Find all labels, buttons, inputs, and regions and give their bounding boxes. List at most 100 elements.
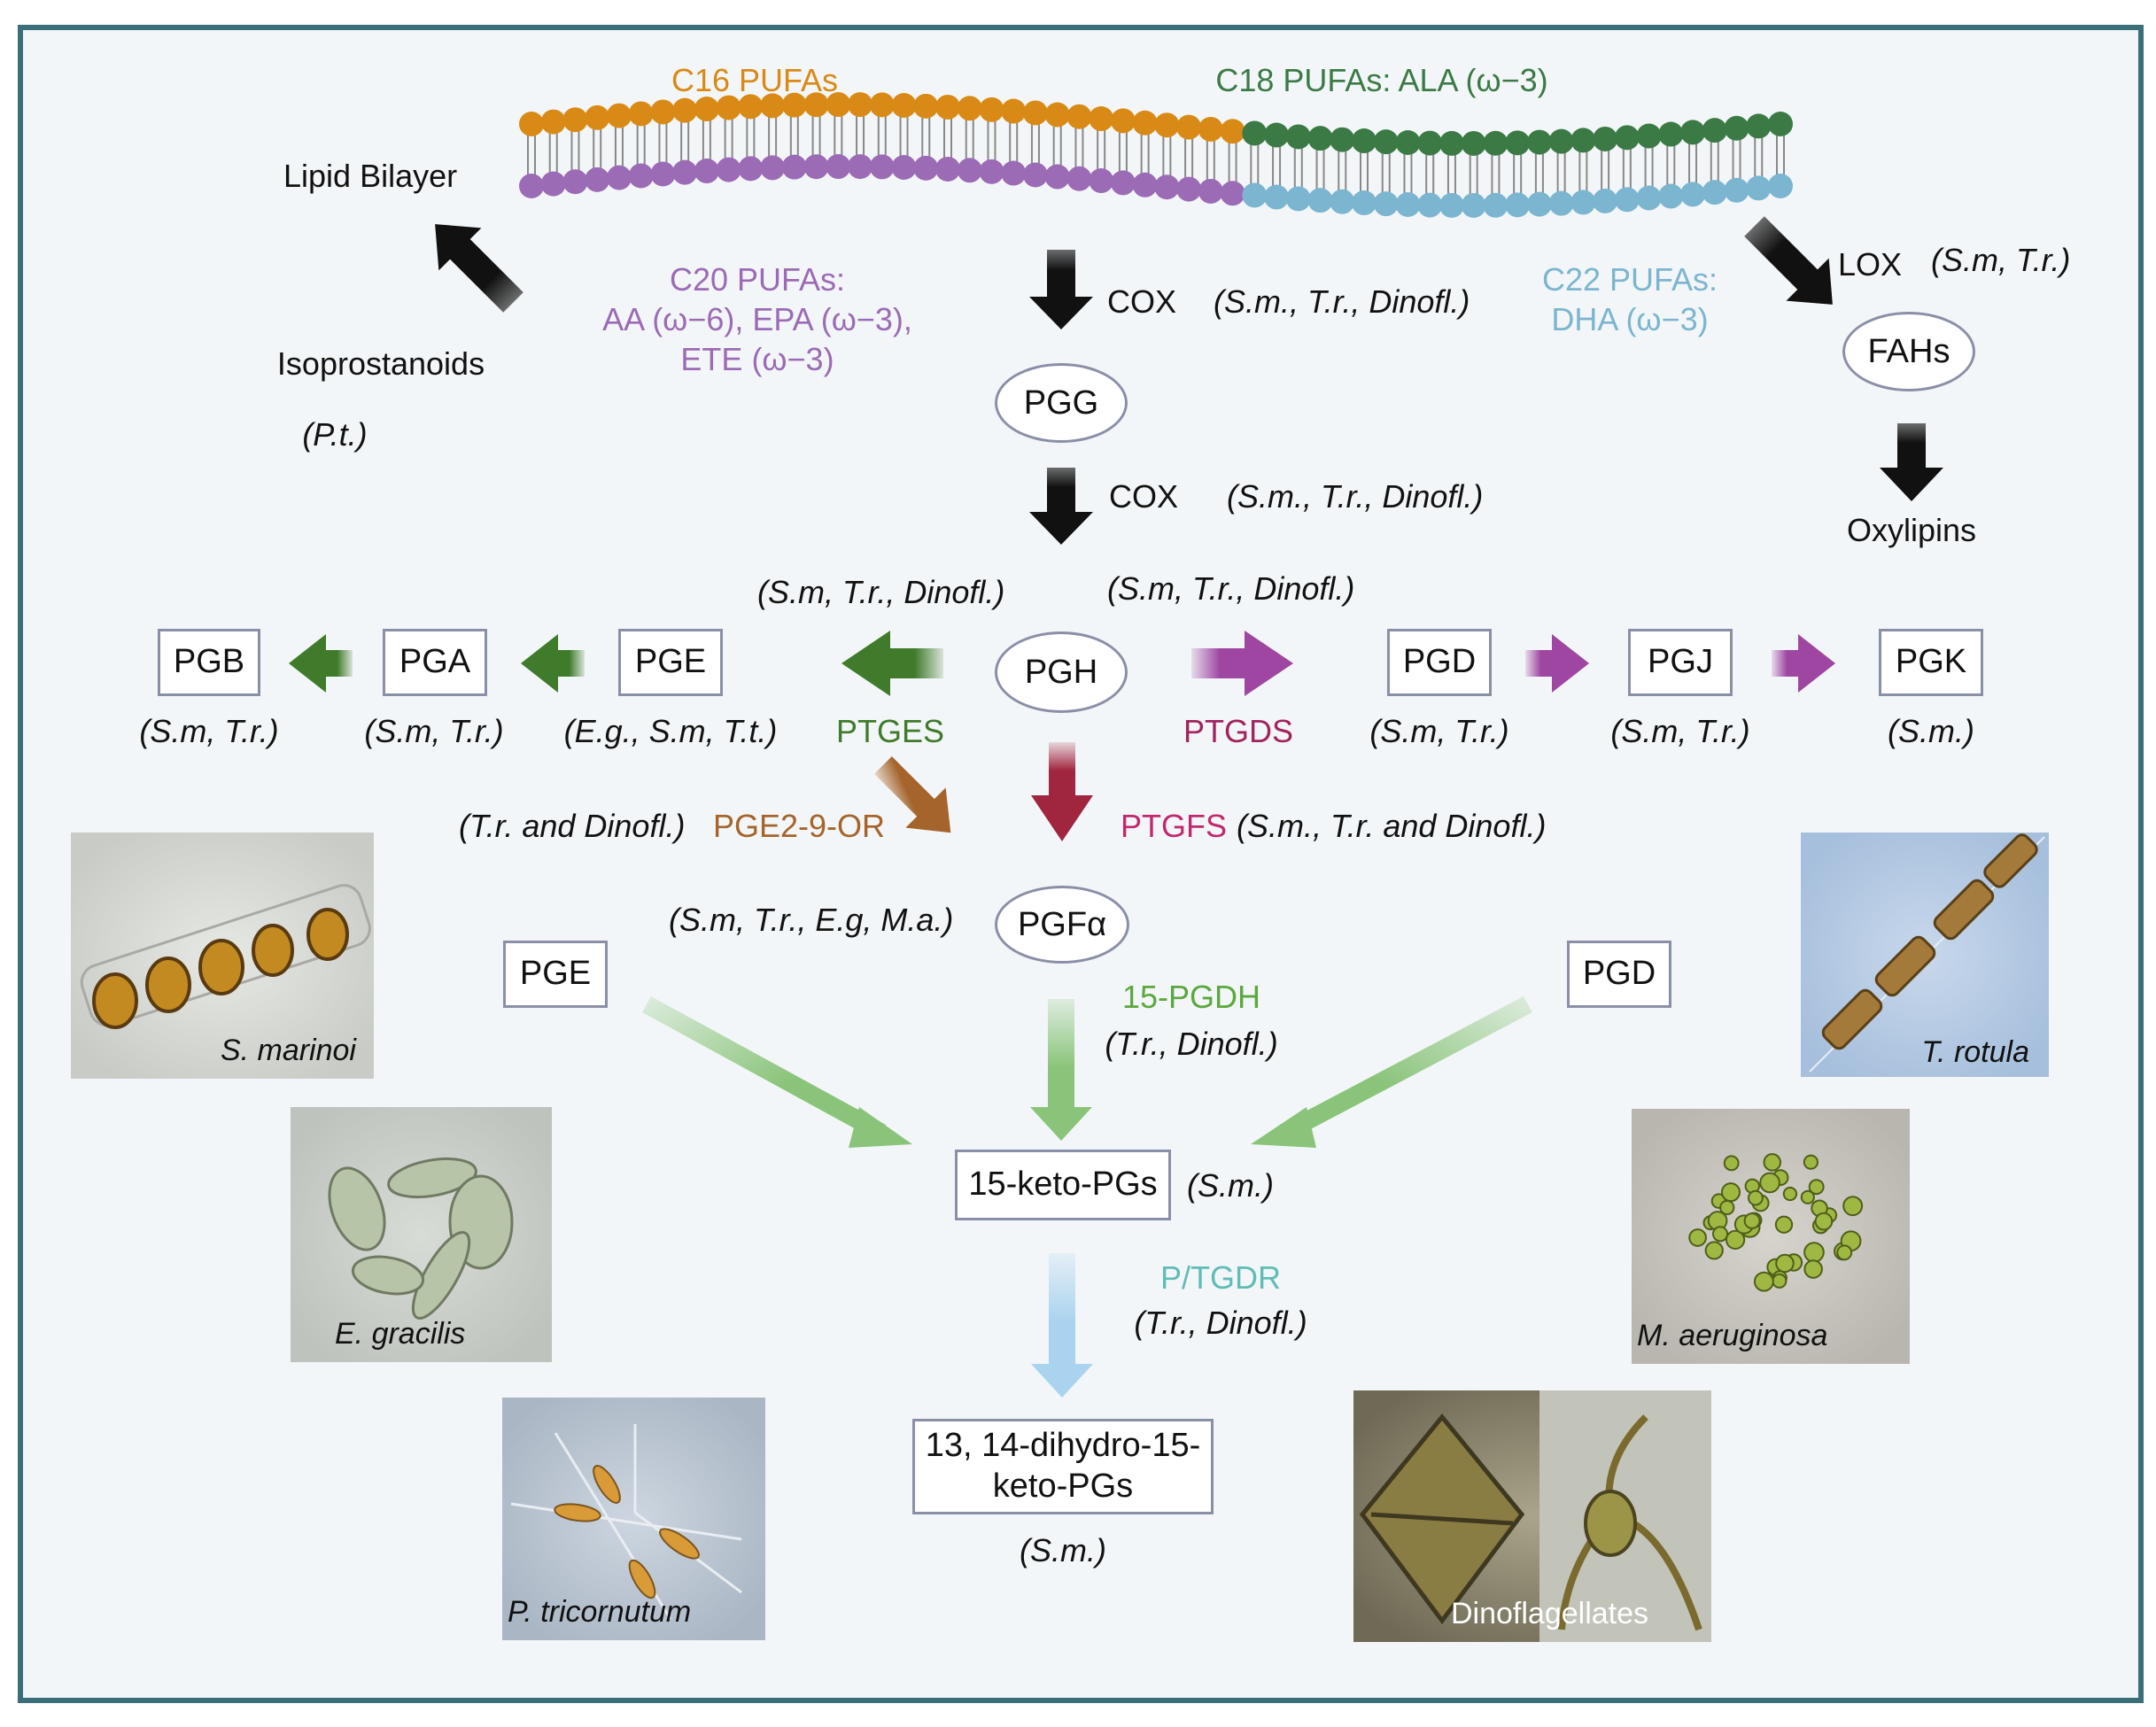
lipid-head-bottom xyxy=(585,167,610,192)
arrow-cox-2 xyxy=(1029,468,1093,545)
lipid-head-bottom xyxy=(869,154,895,180)
lipid-head-bottom xyxy=(672,159,698,185)
lipid-head-top xyxy=(1483,130,1508,156)
lipid-head-bottom xyxy=(1483,192,1508,218)
lipid-tail xyxy=(1688,143,1698,183)
pgh-node: PGH xyxy=(995,631,1128,713)
ptgfs-enzyme: PTGFS xyxy=(1121,808,1228,844)
microcystis-cell xyxy=(1774,1215,1794,1234)
lipid-tail xyxy=(899,117,909,157)
pga-species: (S.m, T.r.) xyxy=(364,713,504,749)
microcystis-cell xyxy=(1753,1271,1774,1292)
lipid-head-top xyxy=(1746,113,1772,139)
lipid-head-top xyxy=(1307,126,1333,151)
lipid-tail xyxy=(1534,153,1544,193)
lipid-head-bottom xyxy=(1593,188,1618,213)
lipid-head-bottom xyxy=(540,171,566,197)
pgdh-species: (T.r., Dinofl.) xyxy=(1105,1026,1278,1062)
pgf-label: PGFα xyxy=(1017,905,1107,943)
lipid-head-top xyxy=(519,112,544,136)
lipid-tail xyxy=(658,123,668,163)
lipid-tail xyxy=(1446,154,1456,194)
lipid-head-bottom xyxy=(1658,183,1684,209)
lipid-tail xyxy=(1622,149,1632,189)
arrow-pgd-to-keto xyxy=(1251,996,1532,1148)
c20-label-line1: C20 PUFAs: xyxy=(669,261,846,298)
lipid-head-bottom xyxy=(562,169,588,195)
lipid-head-top xyxy=(1022,100,1048,126)
lipid-tail xyxy=(1732,139,1741,179)
arrow-to-isoprostanoids xyxy=(435,224,523,313)
fahs-node: FAHs xyxy=(1842,312,1975,391)
lipid-tail xyxy=(965,120,974,159)
lipid-head-top xyxy=(1768,112,1793,136)
lipid-head-top xyxy=(1132,110,1158,136)
lipid-tail xyxy=(1272,146,1282,186)
lipid-head-top xyxy=(650,99,676,125)
e-gracilis-caption: E. gracilis xyxy=(335,1317,466,1351)
lipid-tail xyxy=(636,125,646,165)
lipid-tail xyxy=(614,127,624,167)
lipid-head-bottom xyxy=(628,163,654,189)
lipid-tail xyxy=(768,117,778,157)
lipid-tail xyxy=(593,128,602,168)
isoprostanoids-species: (P.t.) xyxy=(302,416,368,453)
lipid-tail xyxy=(987,120,997,160)
lipid-tail xyxy=(1425,154,1435,194)
lipid-tail xyxy=(1315,150,1325,190)
photo-p-tricornutum: P. tricornutum xyxy=(502,1398,765,1640)
photo-s-marinoi: S. marinoi xyxy=(71,833,374,1079)
arrow-ptgfs xyxy=(1031,742,1093,841)
lipid-tail xyxy=(702,120,711,160)
c16-label: C16 PUFAs xyxy=(671,62,839,98)
lipid-tail xyxy=(1491,154,1501,194)
lipid-head-top xyxy=(891,93,917,119)
c22-label-line2: DHA (ω−3) xyxy=(1551,301,1709,337)
s-marinoi-image xyxy=(71,833,374,1079)
photo-m-aeruginosa: M. aeruginosa xyxy=(1632,1109,1910,1364)
microcystis-cell xyxy=(1803,1242,1825,1263)
lipid-head-top xyxy=(1526,129,1552,155)
arrow-ptgdr xyxy=(1031,1253,1093,1398)
pge2-9-or-enzyme: PGE2-9-OR xyxy=(713,808,886,844)
lipid-tail xyxy=(1228,143,1237,182)
photo-dinoflagellates: Dinoflagellates xyxy=(1353,1390,1711,1642)
m-aeruginosa-image xyxy=(1632,1109,1910,1364)
lipid-tail xyxy=(1666,145,1676,185)
arrow-ptges xyxy=(841,631,943,696)
lipid-tail xyxy=(1381,153,1391,193)
lipid-head-bottom xyxy=(1439,192,1464,218)
dihydro-line1: 13, 14-dihydro-15- xyxy=(925,1427,1201,1465)
microcystis-cell xyxy=(1836,1244,1853,1261)
lipid-tail xyxy=(1140,134,1150,174)
lipid-tail xyxy=(1009,122,1019,162)
e-gracilis-image xyxy=(291,1107,552,1362)
arrow-ptgds xyxy=(1191,631,1293,696)
t-rotula-image xyxy=(1801,833,2049,1077)
lipid-head-top xyxy=(1461,130,1486,156)
pgh-right-species: (S.m, T.r., Dinofl.) xyxy=(1107,570,1355,607)
lipid-tail xyxy=(527,136,536,174)
lipid-head-bottom xyxy=(1330,189,1355,214)
dihydro-keto-pgs-box: 13, 14-dihydro-15- keto-PGs xyxy=(912,1419,1214,1514)
lipid-head-top xyxy=(1352,128,1377,154)
lipid-tail xyxy=(856,116,865,156)
lipid-head-bottom xyxy=(848,154,873,180)
pgdh-enzyme: 15-PGDH xyxy=(1121,979,1261,1015)
lipid-head-bottom xyxy=(1352,190,1377,216)
lipid-head-top xyxy=(1636,123,1662,149)
lipid-tail xyxy=(746,118,756,158)
microcystis-cell xyxy=(1723,1155,1740,1172)
lipid-head-top xyxy=(1614,125,1640,151)
lipid-head-bottom xyxy=(1198,178,1223,204)
lipid-head-bottom xyxy=(913,155,939,181)
lipid-tail xyxy=(1578,151,1588,191)
arrow-cox-1 xyxy=(1029,250,1093,329)
lipid-tail xyxy=(1250,144,1260,184)
lipid-head-bottom xyxy=(1154,174,1180,200)
dinoflagellates-caption: Dinoflagellates xyxy=(1451,1597,1649,1630)
photo-t-rotula: T. rotula xyxy=(1801,833,2049,1077)
lipid-head-top xyxy=(1548,128,1574,154)
microcystis-cell xyxy=(1704,1241,1724,1260)
